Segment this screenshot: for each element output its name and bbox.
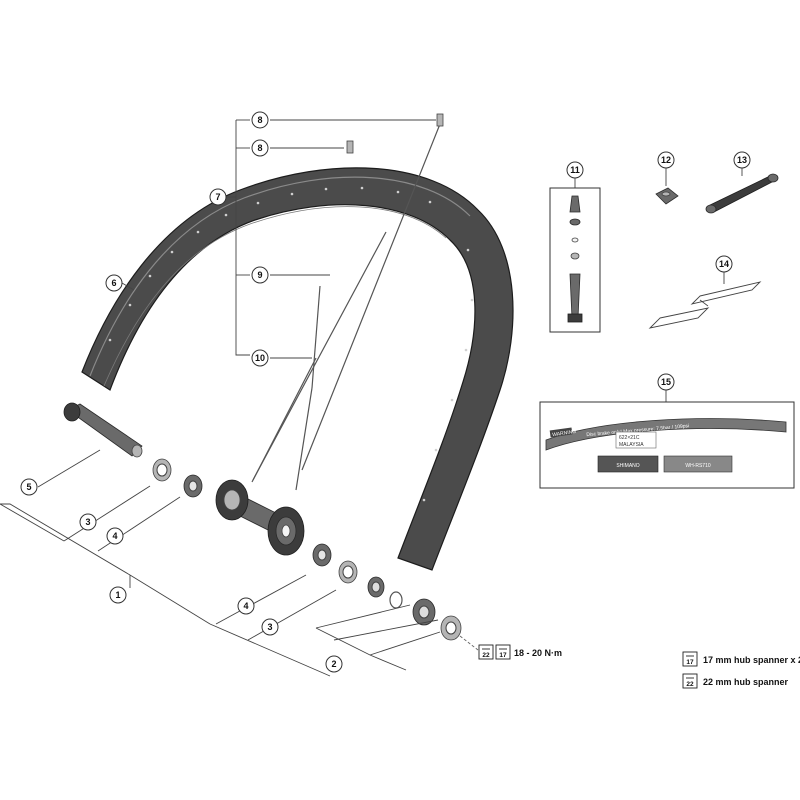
callout-label: 11: [570, 165, 580, 175]
size-label: 622×21C: [619, 435, 640, 441]
callout-4-left: 4: [106, 527, 124, 545]
right-spacer: [338, 560, 358, 584]
spoke-9: [311, 285, 321, 389]
warning-strip: [545, 418, 787, 451]
nipple-top: [436, 113, 444, 127]
spoke-long: [301, 123, 441, 471]
leader-lines: [0, 119, 441, 677]
callout-label: 8: [257, 115, 262, 125]
tool-icon-17: [682, 651, 698, 667]
callout-8-top: 8: [251, 111, 269, 129]
end-cap: [412, 598, 436, 626]
callout-5: 5: [20, 478, 38, 496]
part-11-valve-kit: 11: [549, 161, 601, 333]
tool-number: 22: [482, 652, 490, 659]
callout-label: 6: [111, 278, 116, 288]
callout-label: 10: [255, 353, 265, 363]
valve-base: [567, 313, 583, 323]
tool-number: 17: [499, 652, 507, 659]
part-12: 12: [655, 151, 679, 205]
tool-icon-22: [478, 644, 494, 660]
callout-1: 1: [109, 586, 127, 604]
legend: 17 17 mm hub spanner x 2 22 22 mm hub sp…: [682, 651, 800, 689]
callout-label: 3: [85, 517, 90, 527]
callout-label: 9: [257, 270, 262, 280]
valve-stem: [569, 273, 581, 319]
legend-text: 17 mm hub spanner x 2: [703, 655, 800, 665]
left-spacer: [152, 458, 172, 482]
torque-spec: 22 17 18 - 20 N·m: [478, 644, 562, 660]
valve-nut: [569, 218, 581, 226]
model-label: WH-RS710: [685, 463, 711, 469]
brand-label: SHIMANO: [616, 463, 639, 469]
callout-8-lower: 8: [251, 139, 269, 157]
callout-6: 6: [105, 274, 123, 292]
legend-text: 22 mm hub spanner: [703, 677, 789, 687]
size-label-box: [615, 431, 657, 449]
nipple-upper: [346, 140, 354, 154]
model-sticker: [663, 455, 733, 473]
rim: [81, 167, 514, 571]
left-bearing: [183, 474, 203, 498]
valve-cap: [569, 195, 581, 213]
callout-label: 8: [257, 143, 262, 153]
callout-3-right: 3: [261, 618, 279, 636]
callout-label: 5: [26, 482, 31, 492]
callout-label: 4: [243, 601, 248, 611]
spokes: [251, 113, 444, 491]
brand-sticker: [597, 455, 659, 473]
tool-number: 22: [686, 681, 694, 688]
callout-label: 2: [331, 659, 336, 669]
tool-number: 17: [686, 659, 694, 666]
sticker-box: [539, 401, 795, 489]
callout-7: 7: [209, 188, 227, 206]
part-15-sticker-set: 15 WARNING Disc brake only! Max pressure…: [539, 373, 795, 489]
callout-label: 1: [115, 590, 120, 600]
callout-label: 15: [661, 377, 671, 387]
spoke-short: [252, 231, 387, 481]
dust-cap: [367, 576, 385, 598]
part-14-rim-tape: 14: [648, 255, 762, 329]
spoke-10: [251, 357, 317, 483]
callout-10: 10: [251, 349, 269, 367]
callout-label: 3: [267, 622, 272, 632]
callout-4-right: 4: [237, 597, 255, 615]
legend-item-17: 17 17 mm hub spanner x 2: [682, 651, 800, 667]
callout-3-left: 3: [79, 513, 97, 531]
callout-label: 7: [215, 192, 220, 202]
torque-leader: [459, 635, 479, 651]
callout-label: 13: [737, 155, 747, 165]
valve-grommet: [570, 252, 580, 260]
callout-2: 2: [325, 655, 343, 673]
legend-item-22: 22 22 mm hub spanner: [682, 673, 789, 689]
warning-badge: [549, 427, 573, 438]
tool-icon-22: [682, 673, 698, 689]
hub-body: [215, 479, 305, 556]
spoke-9-lower: [295, 387, 313, 491]
warning-label: WARNING: [552, 429, 577, 438]
callout-label: 12: [661, 155, 671, 165]
tool-icon-17: [495, 644, 511, 660]
lock-nut: [440, 615, 462, 641]
axle: [63, 402, 143, 458]
o-ring: [389, 591, 403, 609]
torque-value: 18 - 20 N·m: [514, 648, 562, 658]
valve-washer: [571, 237, 579, 243]
part-13-wrench: 13: [705, 151, 779, 214]
callout-label: 4: [112, 531, 117, 541]
callout-label: 14: [719, 259, 729, 269]
origin-label: MALAYSIA: [619, 442, 644, 448]
right-bearing: [312, 543, 332, 567]
callout-9: 9: [251, 266, 269, 284]
